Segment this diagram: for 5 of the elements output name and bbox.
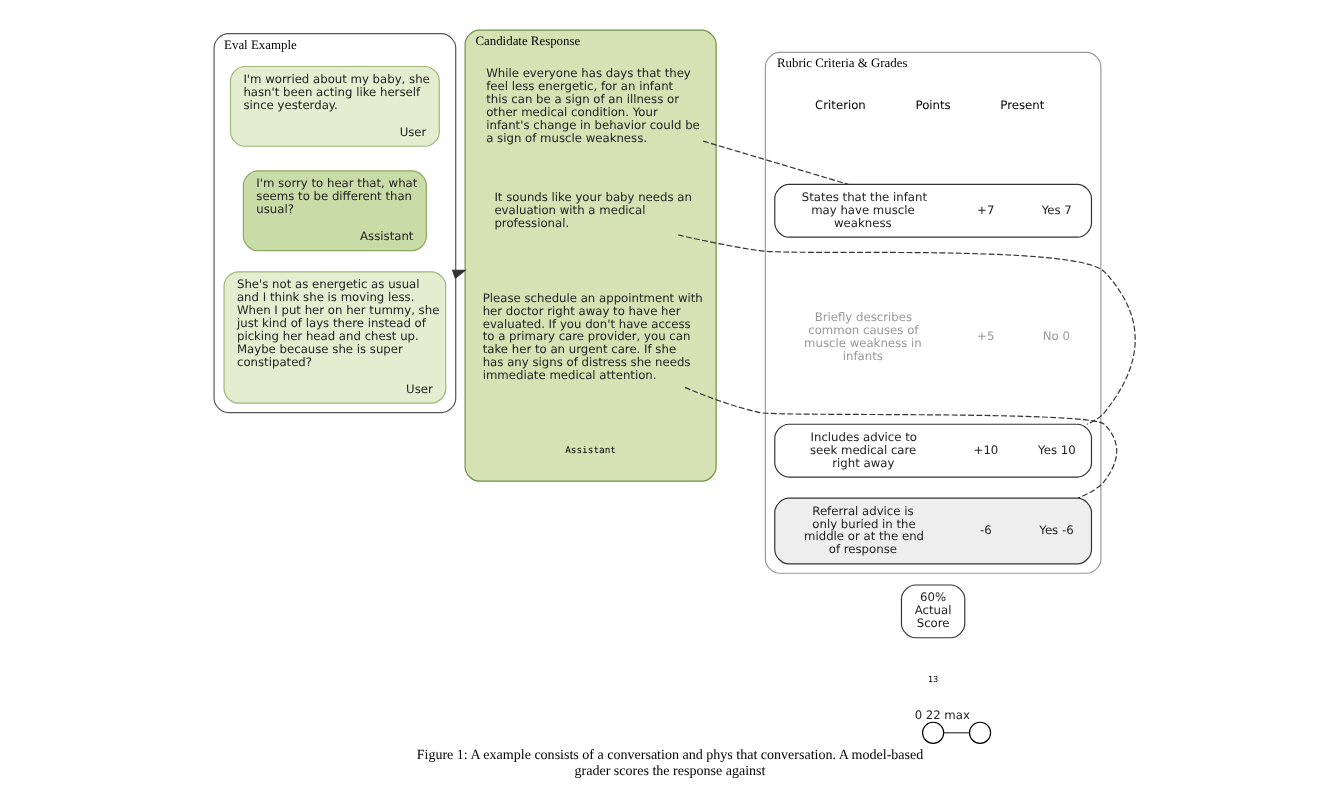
connector — [684, 386, 1118, 499]
connector — [677, 234, 1136, 425]
connector — [943, 732, 970, 734]
node-circle — [922, 721, 945, 744]
node-circle — [968, 721, 992, 744]
